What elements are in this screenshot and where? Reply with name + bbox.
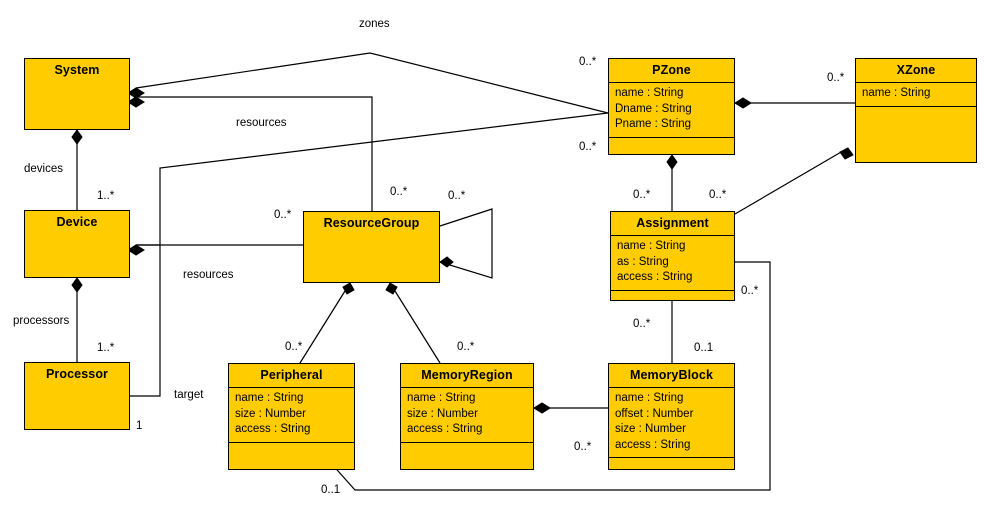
class-box-peripheral[interactable]: Peripheral name : String size : Number acce…: [228, 363, 355, 470]
multiplicity-m-rg-self: 0..*: [448, 190, 466, 202]
composition-diamond-xzone-assignment: [839, 147, 854, 160]
multiplicity-m-device-1star: 1..*: [97, 190, 115, 202]
class-name-processor: Processor: [45, 367, 109, 381]
attribute-row: Pname : String: [615, 118, 692, 130]
attribute-row: name : String: [862, 87, 931, 99]
multiplicity-m-memblock-01: 0..1: [694, 342, 714, 354]
attribute-row: Dname : String: [615, 102, 692, 115]
attribute-row: name : String: [617, 240, 686, 252]
operations-compartment-memoryregion: [401, 441, 533, 457]
composition-diamond-pzone-assignment: [666, 154, 678, 170]
edge-assignment-peripheral: [329, 261, 771, 491]
edge-label-resources-mid: resources: [183, 269, 234, 281]
operations-compartment-pzone: [609, 136, 734, 152]
class-name-peripheral: Peripheral: [260, 368, 323, 382]
class-box-xzone[interactable]: XZone name : String: [855, 58, 977, 163]
multiplicity-m-peripheral-bottom: 0..1: [321, 484, 341, 496]
class-name-memoryregion: MemoryRegion: [421, 368, 513, 382]
edge-resourcegroup-memoryregion: [389, 282, 441, 364]
multiplicity-m-peripheral-top: 0..*: [285, 341, 303, 353]
edge-processor-target: [130, 245, 161, 397]
class-name-device: Device: [56, 215, 98, 229]
edge-label-zones: zones: [359, 18, 390, 30]
attribute-row: size : Number: [235, 407, 306, 420]
composition-diamond-resourcegroup-memoryregion: [385, 282, 398, 295]
composition-diamond-memoryregion-memoryblock: [533, 402, 551, 414]
composition-diamond-system-devices: [71, 129, 83, 145]
class-name-memoryblock: MemoryBlock: [629, 368, 714, 382]
attribute-row: size : Number: [407, 407, 478, 420]
class-name-resourcegroup: ResourceGroup: [323, 216, 420, 230]
class-box-memoryregion[interactable]: MemoryRegion name : String size : Number ac…: [400, 363, 534, 470]
edge-xzone-assignment: [734, 147, 849, 215]
class-name-assignment: Assignment: [636, 216, 709, 230]
class-box-memoryblock[interactable]: MemoryBlock name : String offset : Number s…: [608, 363, 735, 470]
multiplicity-m-pzone-top: 0..*: [579, 56, 597, 68]
operations-compartment-assignment: [611, 289, 734, 305]
multiplicity-m-processor-1: 1: [136, 420, 143, 432]
attribute-row: name : String: [407, 392, 476, 404]
attributes-compartment-assignment: name : String as : String access : String: [611, 235, 734, 290]
edge-system-pzone-zones: [135, 52, 609, 114]
attributes-compartment-xzone: name : String: [856, 82, 976, 106]
multiplicity-m-rg-top: 0..*: [390, 186, 408, 198]
class-box-resourcegroup[interactable]: ResourceGroup: [303, 211, 440, 283]
multiplicity-m-assign-right: 0..*: [741, 285, 759, 297]
multiplicity-m-pzone-lower-left: 0..*: [579, 141, 597, 153]
attribute-row: offset : Number: [615, 407, 694, 420]
attribute-row: name : String: [615, 87, 684, 99]
class-box-device[interactable]: Device: [24, 210, 130, 278]
attributes-compartment-memoryregion: name : String size : Number access : Strin…: [401, 387, 533, 442]
class-box-system[interactable]: System: [24, 58, 130, 130]
multiplicity-m-assign-topleft: 0..*: [633, 189, 651, 201]
composition-diamond-system-resources: [127, 96, 145, 108]
class-name-system: System: [54, 63, 100, 77]
multiplicity-m-assign-topright: 0..*: [709, 189, 727, 201]
attribute-row: access : String: [407, 423, 483, 435]
multiplicity-m-memregion-top: 0..*: [457, 341, 475, 353]
edge-resourcegroup-peripheral: [299, 282, 351, 364]
edge-resourcegroup-self: [439, 208, 493, 279]
class-box-processor[interactable]: Processor: [24, 362, 130, 430]
operations-compartment-peripheral: [229, 441, 354, 457]
edge-label-resources-top: resources: [236, 117, 287, 129]
edge-label-processors: processors: [13, 315, 70, 327]
edge-system-resourcegroup-resources: [136, 96, 373, 211]
composition-diamond-resourcegroup-self: [439, 256, 454, 268]
attribute-row: name : String: [235, 392, 304, 404]
class-name-xzone: XZone: [896, 63, 936, 77]
class-box-assignment[interactable]: Assignment name : String as : String access…: [610, 211, 735, 301]
multiplicity-m-rg-left: 0..*: [274, 209, 292, 221]
attribute-row: access : String: [617, 271, 693, 283]
attribute-row: as : String: [617, 255, 669, 268]
attribute-row: size : Number: [615, 423, 686, 435]
multiplicity-m-assign-bottom: 0..*: [633, 318, 651, 330]
operations-compartment-memoryblock: [609, 457, 734, 472]
multiplicity-m-xzone-left: 0..*: [827, 72, 845, 84]
operations-compartment-xzone: [856, 105, 976, 121]
composition-diamond-resourcegroup-peripheral: [342, 282, 355, 295]
attribute-row: name : String: [615, 392, 684, 404]
multiplicity-m-memblock-left: 0..*: [574, 441, 592, 453]
attributes-compartment-peripheral: name : String size : Number access : Strin…: [229, 387, 354, 442]
attribute-row: access : String: [235, 423, 311, 435]
composition-diamond-pzone-xzone: [734, 97, 752, 109]
class-name-pzone: PZone: [652, 63, 691, 77]
edge-label-target: target: [174, 389, 204, 401]
composition-diamond-device-processors: [71, 277, 83, 293]
multiplicity-m-processor-1star: 1..*: [97, 342, 115, 354]
composition-diamond-device-resources: [127, 244, 145, 256]
edge-label-devices: devices: [24, 163, 63, 175]
attributes-compartment-memoryblock: name : String offset : Number size : Numbe…: [609, 387, 734, 457]
attribute-row: access : String: [615, 438, 691, 451]
